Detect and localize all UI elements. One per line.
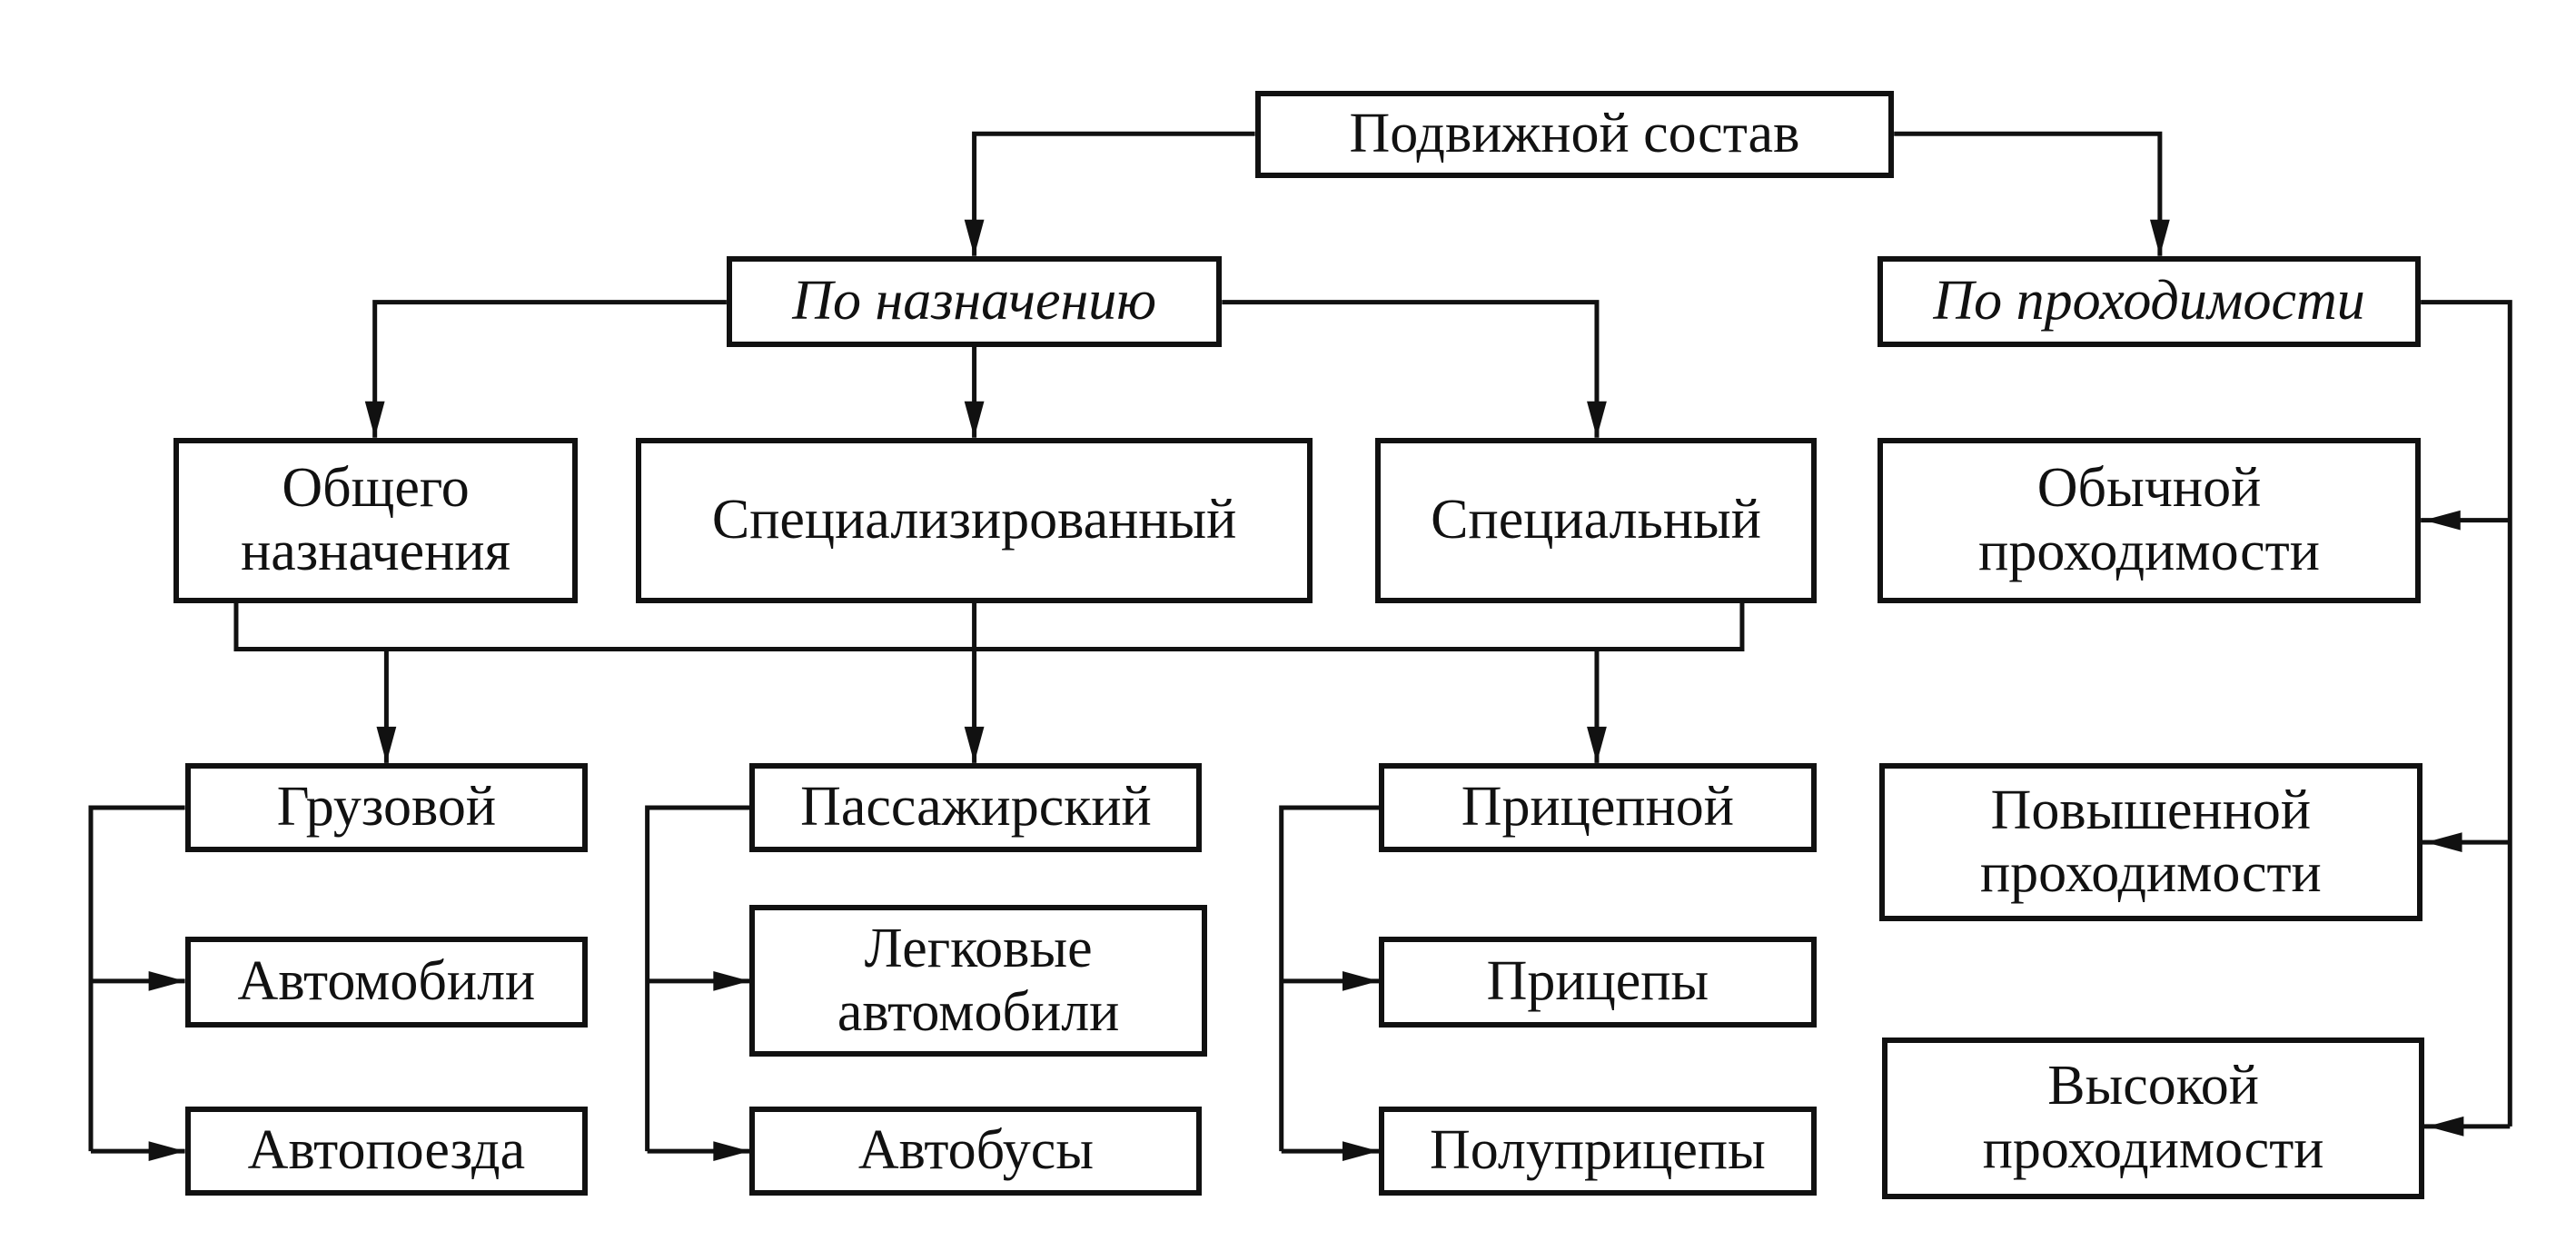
passenger-child-cars: Легковые автомобили: [749, 905, 1207, 1057]
connector-types-bus: [233, 602, 1745, 651]
trailer-child-trailers: Прицепы: [1378, 936, 1817, 1028]
arrow-down-icon: [2149, 219, 2170, 256]
arrow-down-icon: [376, 726, 397, 763]
type-special: Специальный: [1375, 437, 1817, 603]
root-node: Подвижной состав: [1254, 90, 1895, 179]
arrow-right-icon: [148, 970, 185, 991]
passability-high: Высокой проходимости: [1882, 1037, 2424, 1199]
group-cargo: Грузовой: [184, 762, 589, 853]
arrow-down-icon: [964, 219, 985, 256]
connector-root-purpose: [972, 131, 1255, 256]
cargo-child-road-trains: Автопоезда: [184, 1107, 589, 1196]
group-passenger: Пассажирский: [749, 762, 1203, 853]
arrow-right-icon: [713, 1141, 750, 1162]
arrow-down-icon: [964, 726, 985, 763]
connector-purpose-general: [372, 300, 727, 438]
cargo-child-cars: Автомобили: [184, 936, 589, 1028]
arrow-down-icon: [1587, 401, 1607, 438]
trailer-child-semitrailers: Полуприцепы: [1378, 1107, 1817, 1196]
arrow-right-icon: [1342, 970, 1379, 991]
category-by-purpose: По назначению: [726, 255, 1223, 347]
passenger-child-buses: Автобусы: [749, 1107, 1203, 1196]
connector-passability-rail: [2421, 300, 2512, 1127]
connector-passenger-rail: [645, 805, 750, 1152]
category-by-passability: По проходимости: [1878, 255, 2422, 347]
arrow-left-icon: [2423, 510, 2461, 531]
arrow-left-icon: [2425, 832, 2462, 853]
arrow-down-icon: [1587, 726, 1607, 763]
arrow-left-icon: [2427, 1116, 2464, 1137]
passability-normal: Обычной проходимости: [1878, 437, 2422, 603]
type-specialized: Специализированный: [635, 437, 1313, 603]
passability-increased: Повышенной проходимости: [1878, 762, 2422, 922]
arrow-down-icon: [364, 401, 385, 438]
arrow-right-icon: [148, 1141, 185, 1162]
type-general-purpose: Общего назначения: [173, 437, 579, 603]
connector-trailer-rail: [1279, 805, 1379, 1152]
connector-root-passability: [1894, 131, 2163, 256]
arrow-right-icon: [713, 970, 750, 991]
group-trailer: Прицепной: [1378, 762, 1817, 853]
connector-cargo-rail: [88, 805, 185, 1152]
arrow-down-icon: [964, 401, 985, 438]
connector-purpose-special: [1222, 300, 1600, 438]
arrow-right-icon: [1342, 1141, 1379, 1162]
